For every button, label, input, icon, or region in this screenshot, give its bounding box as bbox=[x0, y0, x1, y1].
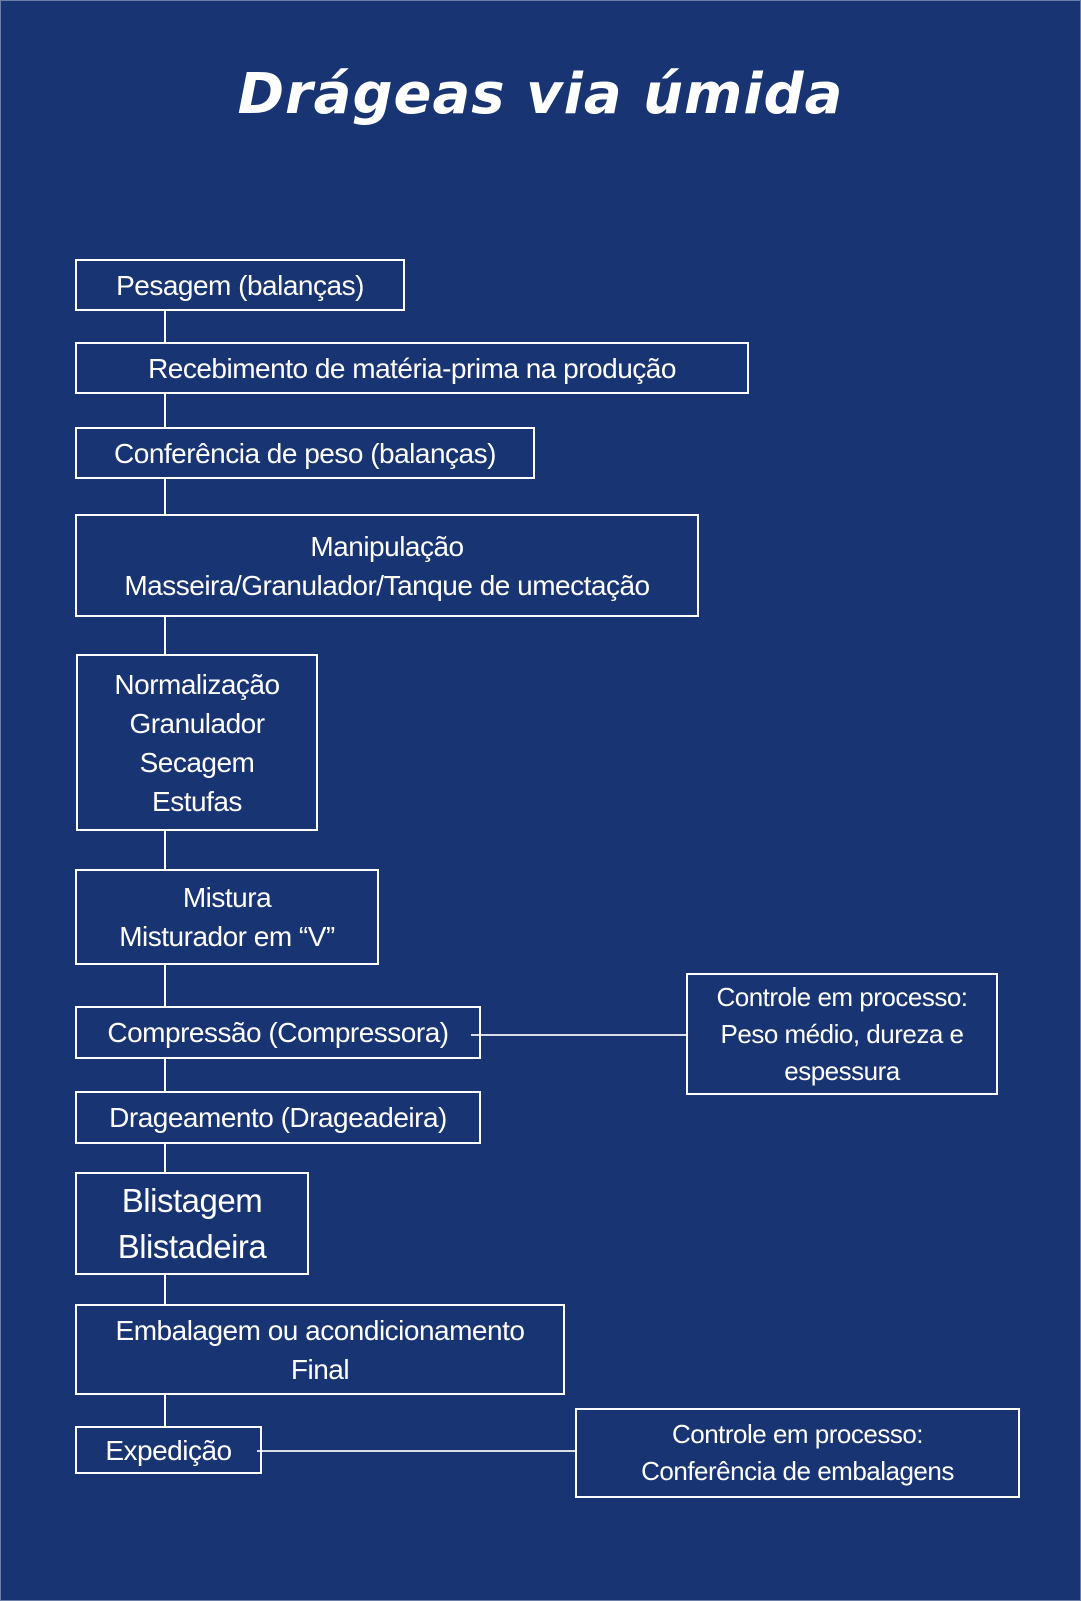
step-compressao: Compressão (Compressora) bbox=[75, 1006, 481, 1059]
step-mistura: Mistura Misturador em “V” bbox=[75, 869, 379, 965]
step-text: Final bbox=[290, 1353, 350, 1385]
step-text: Embalagem ou acondicionamento bbox=[115, 1314, 525, 1346]
step-normalizacao: Normalização Granulador Secagem Estufas bbox=[76, 654, 318, 831]
step-blistagem: Blistagem Blistadeira bbox=[75, 1172, 309, 1275]
connector-10-11 bbox=[164, 1394, 166, 1427]
step-text: Granulador bbox=[129, 707, 265, 739]
step-drageamento: Drageamento (Drageadeira) bbox=[75, 1091, 481, 1144]
connector-1-2 bbox=[164, 310, 166, 343]
control-compressao: Controle em processo: Peso médio, dureza… bbox=[686, 973, 998, 1095]
connector-5-6 bbox=[164, 830, 166, 870]
step-expedicao: Expedição bbox=[75, 1426, 262, 1474]
step-text: Conferência de peso (balanças) bbox=[114, 437, 496, 469]
step-text: Recebimento de matéria-prima na produção bbox=[148, 352, 676, 384]
diagram-title: Drágeas via úmida bbox=[237, 62, 844, 127]
step-text: Blistadeira bbox=[117, 1227, 267, 1265]
connector-9-10 bbox=[164, 1274, 166, 1305]
connector-expedition-control bbox=[257, 1450, 575, 1452]
connector-6-7 bbox=[164, 964, 166, 1007]
step-text: Masseira/Granulador/Tanque de umectação bbox=[124, 569, 650, 601]
step-text: Normalização bbox=[114, 668, 280, 700]
connector-2-3 bbox=[164, 393, 166, 428]
control-expedicao: Controle em processo: Conferência de emb… bbox=[575, 1408, 1020, 1498]
step-text: Misturador em “V” bbox=[119, 921, 335, 952]
step-text: Estufas bbox=[152, 785, 242, 817]
step-text: Drageamento (Drageadeira) bbox=[109, 1102, 447, 1133]
control-text: Controle em processo: bbox=[716, 981, 968, 1012]
step-recebimento: Recebimento de matéria-prima na produção bbox=[75, 342, 749, 394]
control-text: Peso médio, dureza e bbox=[720, 1018, 964, 1049]
connector-3-4 bbox=[164, 478, 166, 515]
control-text: espessura bbox=[784, 1055, 900, 1086]
connector-8-9 bbox=[164, 1143, 166, 1173]
connector-compression-control bbox=[471, 1034, 686, 1036]
step-conferencia-peso: Conferência de peso (balanças) bbox=[75, 427, 535, 479]
step-text: Pesagem (balanças) bbox=[116, 269, 364, 301]
step-manipulacao: Manipulação Masseira/Granulador/Tanque d… bbox=[75, 514, 699, 617]
step-text: Manipulação bbox=[310, 530, 464, 562]
control-text: Conferência de embalagens bbox=[641, 1456, 954, 1486]
connector-7-8 bbox=[164, 1058, 166, 1092]
step-text: Compressão (Compressora) bbox=[107, 1017, 449, 1048]
connector-4-5 bbox=[164, 616, 166, 655]
step-embalagem: Embalagem ou acondicionamento Final bbox=[75, 1304, 565, 1395]
step-text: Blistagem bbox=[121, 1181, 263, 1219]
step-text: Mistura bbox=[182, 882, 272, 913]
step-pesagem: Pesagem (balanças) bbox=[75, 259, 405, 311]
step-text: Secagem bbox=[139, 746, 255, 778]
step-text: Expedição bbox=[105, 1434, 232, 1466]
control-text: Controle em processo: bbox=[671, 1419, 924, 1449]
